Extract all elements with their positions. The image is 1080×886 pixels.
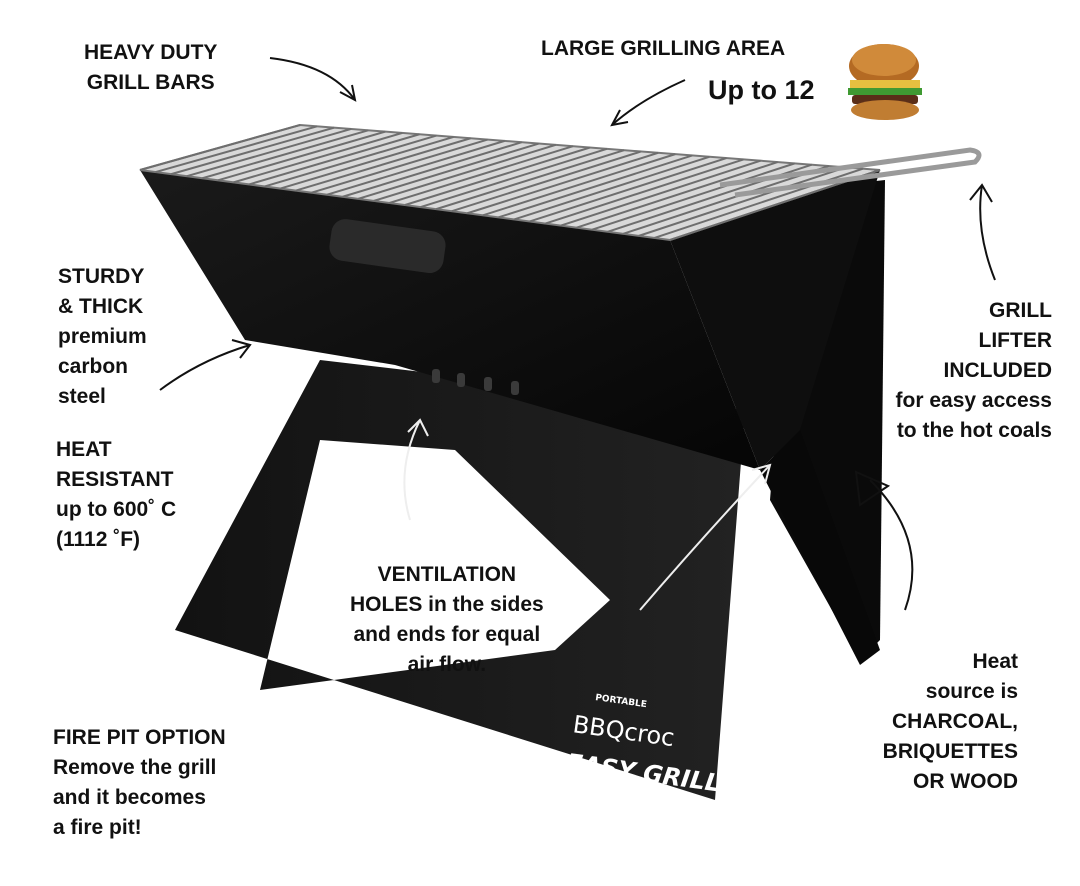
grill-bar xyxy=(498,154,693,219)
heat-resistant-line-4: (1112 ˚F) xyxy=(56,528,141,551)
vent-arrow-icon xyxy=(403,418,772,611)
ventilation-callout: VENTILATION HOLES in the sides and ends … xyxy=(350,560,544,680)
grill-bar xyxy=(170,126,335,176)
burger-icon xyxy=(848,44,922,120)
ventilation-line-1: VENTILATION xyxy=(377,563,517,586)
ventilation-line-4: air flow. xyxy=(407,653,487,676)
grill-bar xyxy=(357,142,540,200)
heat-source-callout: Heat source is CHARCOAL, BRIQUETTES OR W… xyxy=(883,647,1018,797)
grill-bar xyxy=(622,165,830,235)
fire-pit-line-3: and it becomes xyxy=(53,786,206,809)
grill-bar xyxy=(467,151,659,215)
steel-line-3: premium xyxy=(58,325,147,348)
ventilation-line-2: HOLES in the sides xyxy=(350,593,544,616)
grill-lifter xyxy=(719,147,982,198)
grilling-area-title: LARGE GRILLING AREA xyxy=(541,37,786,60)
grill-front-leg xyxy=(175,360,745,800)
grill-bar xyxy=(435,149,625,211)
grill-bar xyxy=(591,162,796,231)
grill-bar xyxy=(248,133,420,186)
grill-bar xyxy=(529,157,727,223)
grill-basket-side xyxy=(670,170,880,470)
fire-pit-callout: FIRE PIT OPTION Remove the grill and it … xyxy=(53,723,226,843)
grill-bar xyxy=(295,137,471,192)
steel-line-5: steel xyxy=(58,385,106,408)
grill-bars-callout: HEAVY DUTY GRILL BARS xyxy=(84,38,217,98)
grill-bar xyxy=(373,143,557,202)
grill-bar xyxy=(233,131,403,184)
arrow-icon xyxy=(159,57,996,611)
heat-resistant-line-2: RESISTANT xyxy=(56,468,174,491)
grill-bar xyxy=(404,146,591,206)
fire-pit-line-2: Remove the grill xyxy=(53,756,217,779)
grill-bar xyxy=(451,150,642,213)
grill-bar xyxy=(482,153,676,217)
grill-bar xyxy=(139,124,301,171)
ventilation-line-3: and ends for equal xyxy=(353,623,541,646)
grill-bars xyxy=(139,124,881,241)
heat-source-line-5: OR WOOD xyxy=(913,770,1018,793)
grill-bar xyxy=(264,134,437,188)
lifter-line-4: for easy access xyxy=(895,389,1052,412)
grill-bars-line-2: GRILL BARS xyxy=(86,71,215,94)
grill-basket xyxy=(140,170,760,470)
grill-bar xyxy=(217,130,386,182)
fire-pit-line-1: FIRE PIT OPTION xyxy=(53,726,226,749)
grill-bar xyxy=(280,135,454,190)
heat-source-line-1: Heat xyxy=(972,650,1018,673)
grill-bar xyxy=(560,159,761,227)
lifter-line-1: GRILL xyxy=(989,299,1052,322)
heat-source-line-3: CHARCOAL, xyxy=(892,710,1018,733)
grill-bar xyxy=(155,125,318,174)
grill-bar xyxy=(638,166,847,237)
grill-bar xyxy=(420,147,608,209)
grill-bar xyxy=(389,145,574,204)
steel-line-1: STURDY xyxy=(58,265,145,288)
fire-pit-line-4: a fire pit! xyxy=(53,816,142,839)
grill-bar xyxy=(326,139,505,196)
heat-resistant-line-1: HEAT xyxy=(56,438,112,461)
grill-bar xyxy=(202,129,369,180)
grill-bar xyxy=(311,138,488,194)
handle-slot xyxy=(329,219,446,274)
lifter-line-5: to the hot coals xyxy=(896,419,1052,442)
steel-callout: STURDY & THICK premium carbon steel xyxy=(58,262,147,412)
grilling-area-capacity: Up to 12 xyxy=(708,75,815,105)
grill-bar xyxy=(576,161,778,229)
grill-bar xyxy=(342,141,523,198)
steel-line-2: & THICK xyxy=(58,295,144,318)
ventilation-holes xyxy=(432,369,519,395)
grill-bar xyxy=(513,155,710,221)
lifter-line-2: LIFTER xyxy=(978,329,1053,352)
grill-right-leg xyxy=(760,430,880,665)
heat-resistant-line-3: up to 600˚ C xyxy=(56,498,177,521)
grill-bar xyxy=(186,128,352,178)
grill-bars-line-1: HEAVY DUTY xyxy=(84,41,218,64)
heat-source-line-2: source is xyxy=(925,680,1018,703)
grilling-area-callout: LARGE GRILLING AREA xyxy=(541,34,785,64)
lifter-callout: GRILL LIFTER INCLUDED for easy access to… xyxy=(896,296,1052,446)
steel-line-4: carbon xyxy=(58,355,129,378)
heat-resistant-callout: HEAT RESISTANT up to 600˚ C (1112 ˚F) xyxy=(56,435,176,555)
grill-bar xyxy=(544,158,744,225)
heat-source-line-4: BRIQUETTES xyxy=(882,740,1018,763)
lifter-line-3: INCLUDED xyxy=(943,359,1053,382)
